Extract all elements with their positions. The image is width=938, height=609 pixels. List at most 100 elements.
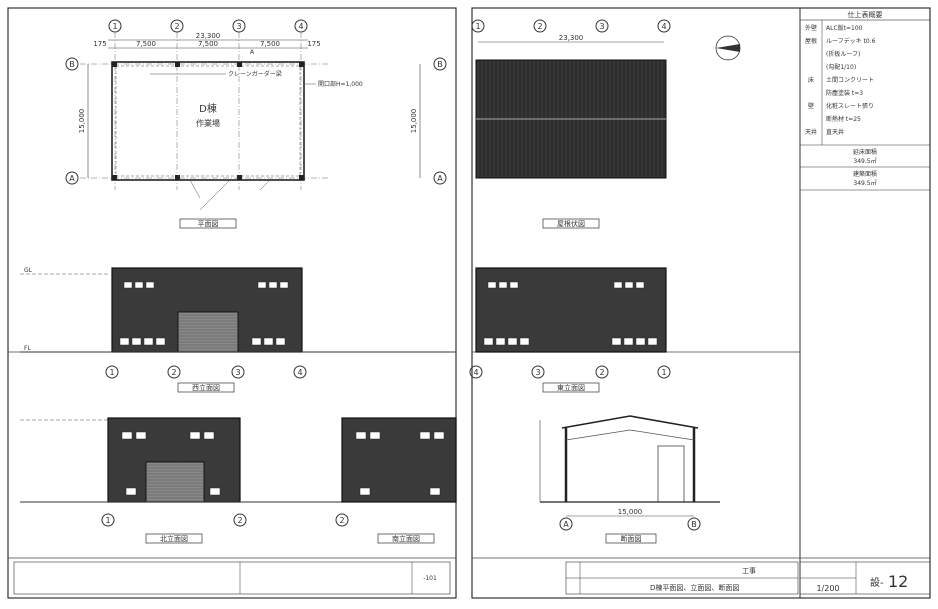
spec-value: 断熱材 t=25 xyxy=(826,115,861,123)
project-suffix: 工事 xyxy=(742,566,756,575)
elevation-south: 2 南立面図 xyxy=(335,417,457,544)
spec-value: 化粧スレート張り xyxy=(826,102,874,110)
roof-total-width: 23,300 xyxy=(559,34,584,42)
svg-text:4: 4 xyxy=(661,22,666,31)
svg-text:B: B xyxy=(691,520,697,529)
svg-text:1: 1 xyxy=(109,368,114,377)
spec-key: 床 xyxy=(808,76,814,84)
spec-table: 仕上表概要 外壁 ALC版t=100 屋根 ルーフデッキ t0.6 (折板ルーフ) (勾配… xyxy=(799,7,931,191)
room-use: 作業場 xyxy=(196,118,220,128)
roof-caption: 屋根伏図 xyxy=(557,219,585,228)
elevation-east: 4 3 2 1 東立面図 xyxy=(469,267,671,393)
spec-heading: 仕上表概要 xyxy=(848,10,883,19)
svg-text:A: A xyxy=(69,174,75,183)
svg-text:3: 3 xyxy=(235,368,240,377)
plan-edge-offset-left: 175 xyxy=(93,40,106,48)
roof-bubble-1: 1 xyxy=(471,19,485,33)
svg-text:2: 2 xyxy=(174,22,179,31)
sheet-scale: 1/200 xyxy=(816,584,839,593)
elevation-west-caption: 西立面図 xyxy=(192,383,220,392)
spec-value: 防塵塗装 t=3 xyxy=(826,89,863,97)
svg-text:A: A xyxy=(437,174,443,183)
plan-total-width: 23,300 xyxy=(196,32,221,40)
elevation-south-caption: 南立面図 xyxy=(392,534,420,543)
spec-value: (折板ルーフ) xyxy=(826,50,860,58)
area2-label: 建築面積 xyxy=(853,170,877,178)
grid-bubble-4: 4 xyxy=(294,19,308,33)
section-caption: 断面図 xyxy=(621,534,642,543)
roof-bubble-2: 2 xyxy=(533,19,547,33)
spec-value: ALC版t=100 xyxy=(826,24,863,32)
left-page-border xyxy=(7,7,457,599)
elevation-north: 1 2 北立面図 xyxy=(20,417,456,544)
spec-value: ルーフデッキ t0.6 xyxy=(826,37,876,45)
plan-caption: 平面図 xyxy=(198,220,219,228)
grid-bubble-B-left: B xyxy=(65,57,79,71)
right-page-border xyxy=(471,7,931,599)
left-page-ref: -101 xyxy=(423,575,437,582)
grid-bubble-B-right: B xyxy=(433,57,447,71)
sheet-title: D棟平面図、立面図、断面図 xyxy=(650,583,739,592)
elevation-east-caption: 東立面図 xyxy=(557,383,585,392)
section-mark: A xyxy=(250,49,255,56)
elev-n-bubbles: 1 2 xyxy=(101,513,247,527)
spec-key: 壁 xyxy=(808,102,814,110)
svg-text:1: 1 xyxy=(112,22,117,31)
roof-bubble-4: 4 xyxy=(657,19,671,33)
grid-bubble-2: 2 xyxy=(170,19,184,33)
spec-key: 屋根 xyxy=(805,37,817,45)
plan-depth-right: 15,000 xyxy=(410,109,418,134)
grid-bubble-3: 3 xyxy=(232,19,246,33)
svg-text:B: B xyxy=(437,60,443,69)
plan-edge-offset-right: 175 xyxy=(307,40,320,48)
svg-text:2: 2 xyxy=(237,516,242,525)
spec-value: 直天井 xyxy=(826,128,844,136)
area1-value: 349.5㎡ xyxy=(853,157,876,165)
svg-text:3: 3 xyxy=(535,368,540,377)
plan-span-1: 7,500 xyxy=(136,40,156,48)
svg-text:2: 2 xyxy=(339,516,344,525)
svg-text:3: 3 xyxy=(599,22,604,31)
elev-e-bubbles: 4 3 2 1 xyxy=(469,365,671,379)
plan-note-right: 開口部H=1,000 xyxy=(318,80,363,88)
area1-label: 延床面積 xyxy=(853,148,877,156)
elev-s-bubbles: 2 xyxy=(335,513,349,527)
plan-outline xyxy=(111,61,305,181)
plan-span-2: 7,500 xyxy=(198,40,218,48)
plan-depth-left: 15,000 xyxy=(78,109,86,134)
level-gl: GL xyxy=(24,267,33,274)
crane-label: クレーンガーダー梁 xyxy=(228,70,282,78)
area2-value: 349.5㎡ xyxy=(853,179,876,187)
page-number: 12 xyxy=(888,572,908,591)
svg-text:1: 1 xyxy=(105,516,110,525)
svg-text:4: 4 xyxy=(473,368,478,377)
spec-value: 土間コンクリート xyxy=(826,76,874,84)
svg-text:1: 1 xyxy=(475,22,480,31)
grid-bubble-1: 1 xyxy=(108,19,122,33)
svg-text:4: 4 xyxy=(298,22,303,31)
elevation-north-caption: 北立面図 xyxy=(160,534,188,543)
svg-text:3: 3 xyxy=(236,22,241,31)
svg-text:2: 2 xyxy=(599,368,604,377)
spec-value: (勾配1/10) xyxy=(826,63,856,71)
plan-span-3: 7,500 xyxy=(260,40,280,48)
room-code: D棟 xyxy=(199,102,217,115)
spec-key: 外壁 xyxy=(805,24,817,32)
svg-text:A: A xyxy=(563,520,569,529)
page-prefix: 設- xyxy=(870,576,884,589)
floor-plan: 1 2 3 4 23,300 7,500 7,500 7,500 175 175… xyxy=(65,19,447,229)
roof-plan: 1 2 3 4 23,300 屋根伏図 xyxy=(471,19,741,229)
north-arrow xyxy=(715,35,741,61)
svg-text:2: 2 xyxy=(171,368,176,377)
elev-w-bubbles: 1 2 3 4 xyxy=(105,365,307,379)
svg-text:1: 1 xyxy=(661,368,666,377)
grid-bubble-A-right: A xyxy=(433,171,447,185)
svg-text:2: 2 xyxy=(537,22,542,31)
grid-bubble-A-left: A xyxy=(65,171,79,185)
level-fl: FL xyxy=(24,345,31,352)
cross-section: 15,000 A B 断面図 xyxy=(539,415,720,544)
elevation-west: GL FL 1 2 3 4 西立面図 xyxy=(20,267,456,393)
title-block: -101 工事 D棟平面図、立面図、断面図 1/200 設- 12 xyxy=(13,561,931,595)
spec-key: 天井 xyxy=(805,128,817,136)
